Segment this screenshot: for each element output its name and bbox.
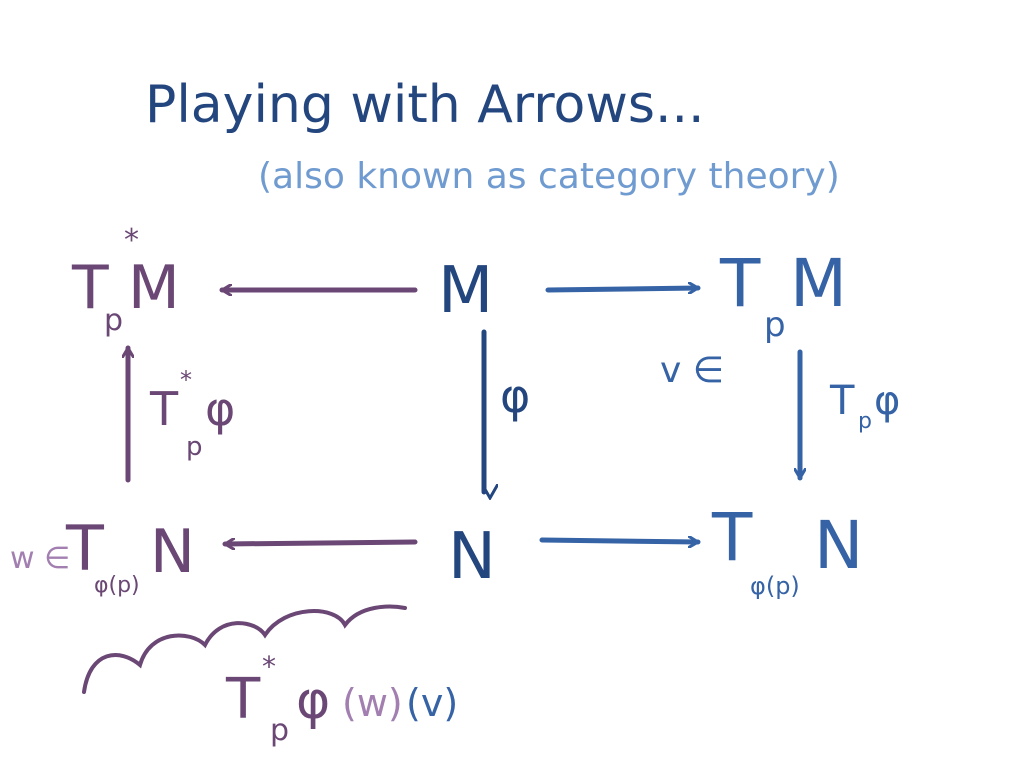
- T-symbol: T: [71, 253, 109, 323]
- T-symbol: T: [711, 499, 753, 576]
- space-M: M: [128, 253, 180, 323]
- node-cotangent-M: T * p M: [71, 223, 180, 338]
- T-symbol: T: [149, 382, 179, 436]
- p-subscript: p: [858, 409, 872, 434]
- phi-symbol: φ: [296, 671, 330, 731]
- p-subscript: p: [104, 303, 123, 338]
- w-argument: (w): [342, 681, 403, 725]
- T-symbol: T: [225, 667, 261, 732]
- phi-p-subscript: φ(p): [750, 572, 800, 600]
- subtitle: (also known as category theory): [258, 156, 840, 197]
- w-element-of: w ∈: [10, 541, 70, 576]
- arrow-M-to-tangent: [545, 288, 701, 290]
- node-N: N: [448, 520, 496, 594]
- arrow-N-to-cotangent: [222, 542, 418, 544]
- underbrace: [82, 604, 407, 694]
- node-tangent-M: T p M v ∈: [660, 245, 847, 391]
- node-M: M: [438, 254, 493, 328]
- star-superscript: *: [124, 223, 139, 258]
- space-N: N: [814, 507, 863, 584]
- v-argument: (v): [406, 681, 458, 725]
- label-phi: φ: [500, 369, 530, 423]
- node-cotangent-N: w ∈ T φ(p) N: [10, 512, 195, 598]
- label-pushforward: T p φ: [829, 378, 900, 434]
- space-M: M: [790, 245, 847, 322]
- arrow-N-to-tangent: [539, 540, 701, 542]
- star-superscript: *: [262, 650, 276, 683]
- T-symbol: T: [719, 245, 761, 322]
- phi-p-subscript: φ(p): [94, 573, 140, 598]
- star-superscript: *: [180, 366, 192, 394]
- phi-symbol: φ: [874, 378, 900, 424]
- phi-symbol: φ: [205, 382, 235, 436]
- p-subscript: p: [764, 305, 786, 345]
- label-pullback: T * p φ: [149, 366, 235, 462]
- space-N: N: [150, 517, 195, 587]
- p-subscript: p: [270, 713, 289, 748]
- v-element-of: v ∈: [660, 350, 724, 391]
- T-symbol: T: [829, 378, 855, 424]
- T-symbol: T: [65, 512, 105, 585]
- p-subscript: p: [186, 432, 203, 462]
- node-tangent-N: T φ(p) N: [711, 499, 863, 600]
- formula: T * p φ (w) (v): [225, 650, 458, 748]
- title: Playing with Arrows...: [145, 75, 705, 135]
